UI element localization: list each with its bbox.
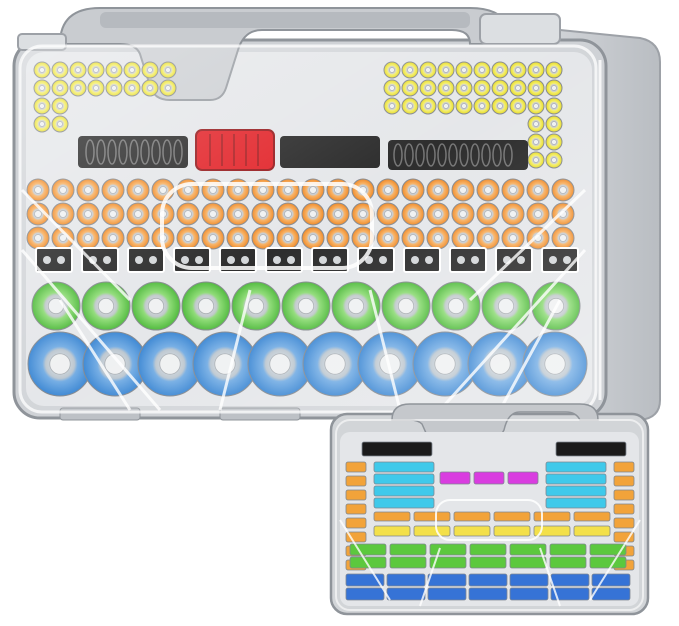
inset-cyan-cell: [545, 485, 607, 497]
inset-orange-cell: [613, 517, 635, 529]
inset-cyan-cell: [545, 461, 607, 473]
main-case: [12, 7, 661, 430]
inset-green-cell: [429, 556, 467, 569]
latch-top-right: [479, 13, 561, 45]
inset-orange-cell: [493, 511, 531, 522]
inset-cyan-cell: [545, 497, 607, 509]
inset-yellow-cell: [493, 525, 531, 537]
inset-orange-cell: [345, 517, 367, 529]
inset-black-bar: [361, 441, 433, 457]
inset-cyan-cell: [373, 461, 435, 473]
inset-orange-cell: [613, 531, 635, 543]
inset-cyan-cell: [373, 497, 435, 509]
inset-magenta-cell: [439, 471, 471, 485]
clear-lid: [18, 44, 598, 414]
inset-case: [329, 403, 650, 616]
inset-lid-lines: [335, 419, 644, 611]
inset-green-cell: [469, 556, 507, 569]
inset-green-cell: [589, 556, 627, 569]
inset-green-cell: [349, 556, 387, 569]
inset-blue-cell: [468, 587, 508, 601]
inset-blue-cell: [427, 573, 467, 587]
inset-black-bar: [555, 441, 627, 457]
inset-orange-cell: [613, 461, 635, 473]
inset-green-cell: [549, 556, 587, 569]
inset-magenta-cell: [473, 471, 505, 485]
inset-green-cell: [389, 556, 427, 569]
inset-blue-cell: [550, 573, 590, 587]
inset-compartments: [345, 441, 635, 601]
inset-orange-cell: [453, 511, 491, 522]
inset-orange-cell: [613, 503, 635, 515]
inset-blue-cell: [386, 573, 426, 587]
inset-orange-cell: [345, 531, 367, 543]
inset-green-cell: [389, 543, 427, 556]
inset-blue-cell: [591, 587, 631, 601]
inset-blue-cell: [509, 573, 549, 587]
inset-blue-cell: [591, 573, 631, 587]
inset-orange-cell: [573, 511, 611, 522]
inset-orange-cell: [613, 475, 635, 487]
handle-grip: [100, 12, 470, 28]
inset-green-cell: [469, 543, 507, 556]
inset-orange-cell: [533, 511, 571, 522]
inset-green-cell: [589, 543, 627, 556]
inset-green-cell: [509, 543, 547, 556]
inset-blue-cell: [468, 573, 508, 587]
inset-yellow-cell: [413, 525, 451, 537]
inset-orange-cell: [345, 489, 367, 501]
inset-blue-cell: [427, 587, 467, 601]
inset-orange-cell: [345, 503, 367, 515]
inset-blue-cell: [550, 587, 590, 601]
inset-green-cell: [429, 543, 467, 556]
inset-blue-cell: [345, 587, 385, 601]
inset-orange-cell: [613, 489, 635, 501]
inset-yellow-cell: [453, 525, 491, 537]
lid-window: [160, 182, 374, 270]
lid-divider-lines: [20, 60, 602, 412]
inset-magenta-cell: [507, 471, 539, 485]
inset-yellow-cell: [373, 525, 411, 537]
inset-cyan-cell: [545, 473, 607, 485]
inset-orange-cell: [345, 461, 367, 473]
inset-orange-cell: [373, 511, 411, 522]
inset-orange-cell: [345, 475, 367, 487]
inset-cyan-cell: [373, 485, 435, 497]
inset-blue-cell: [386, 587, 426, 601]
inset-yellow-cell: [533, 525, 571, 537]
inset-orange-cell: [413, 511, 451, 522]
inset-green-cell: [509, 556, 547, 569]
inset-yellow-cell: [573, 525, 611, 537]
inset-green-cell: [549, 543, 587, 556]
inset-blue-cell: [509, 587, 549, 601]
inset-cyan-cell: [373, 473, 435, 485]
